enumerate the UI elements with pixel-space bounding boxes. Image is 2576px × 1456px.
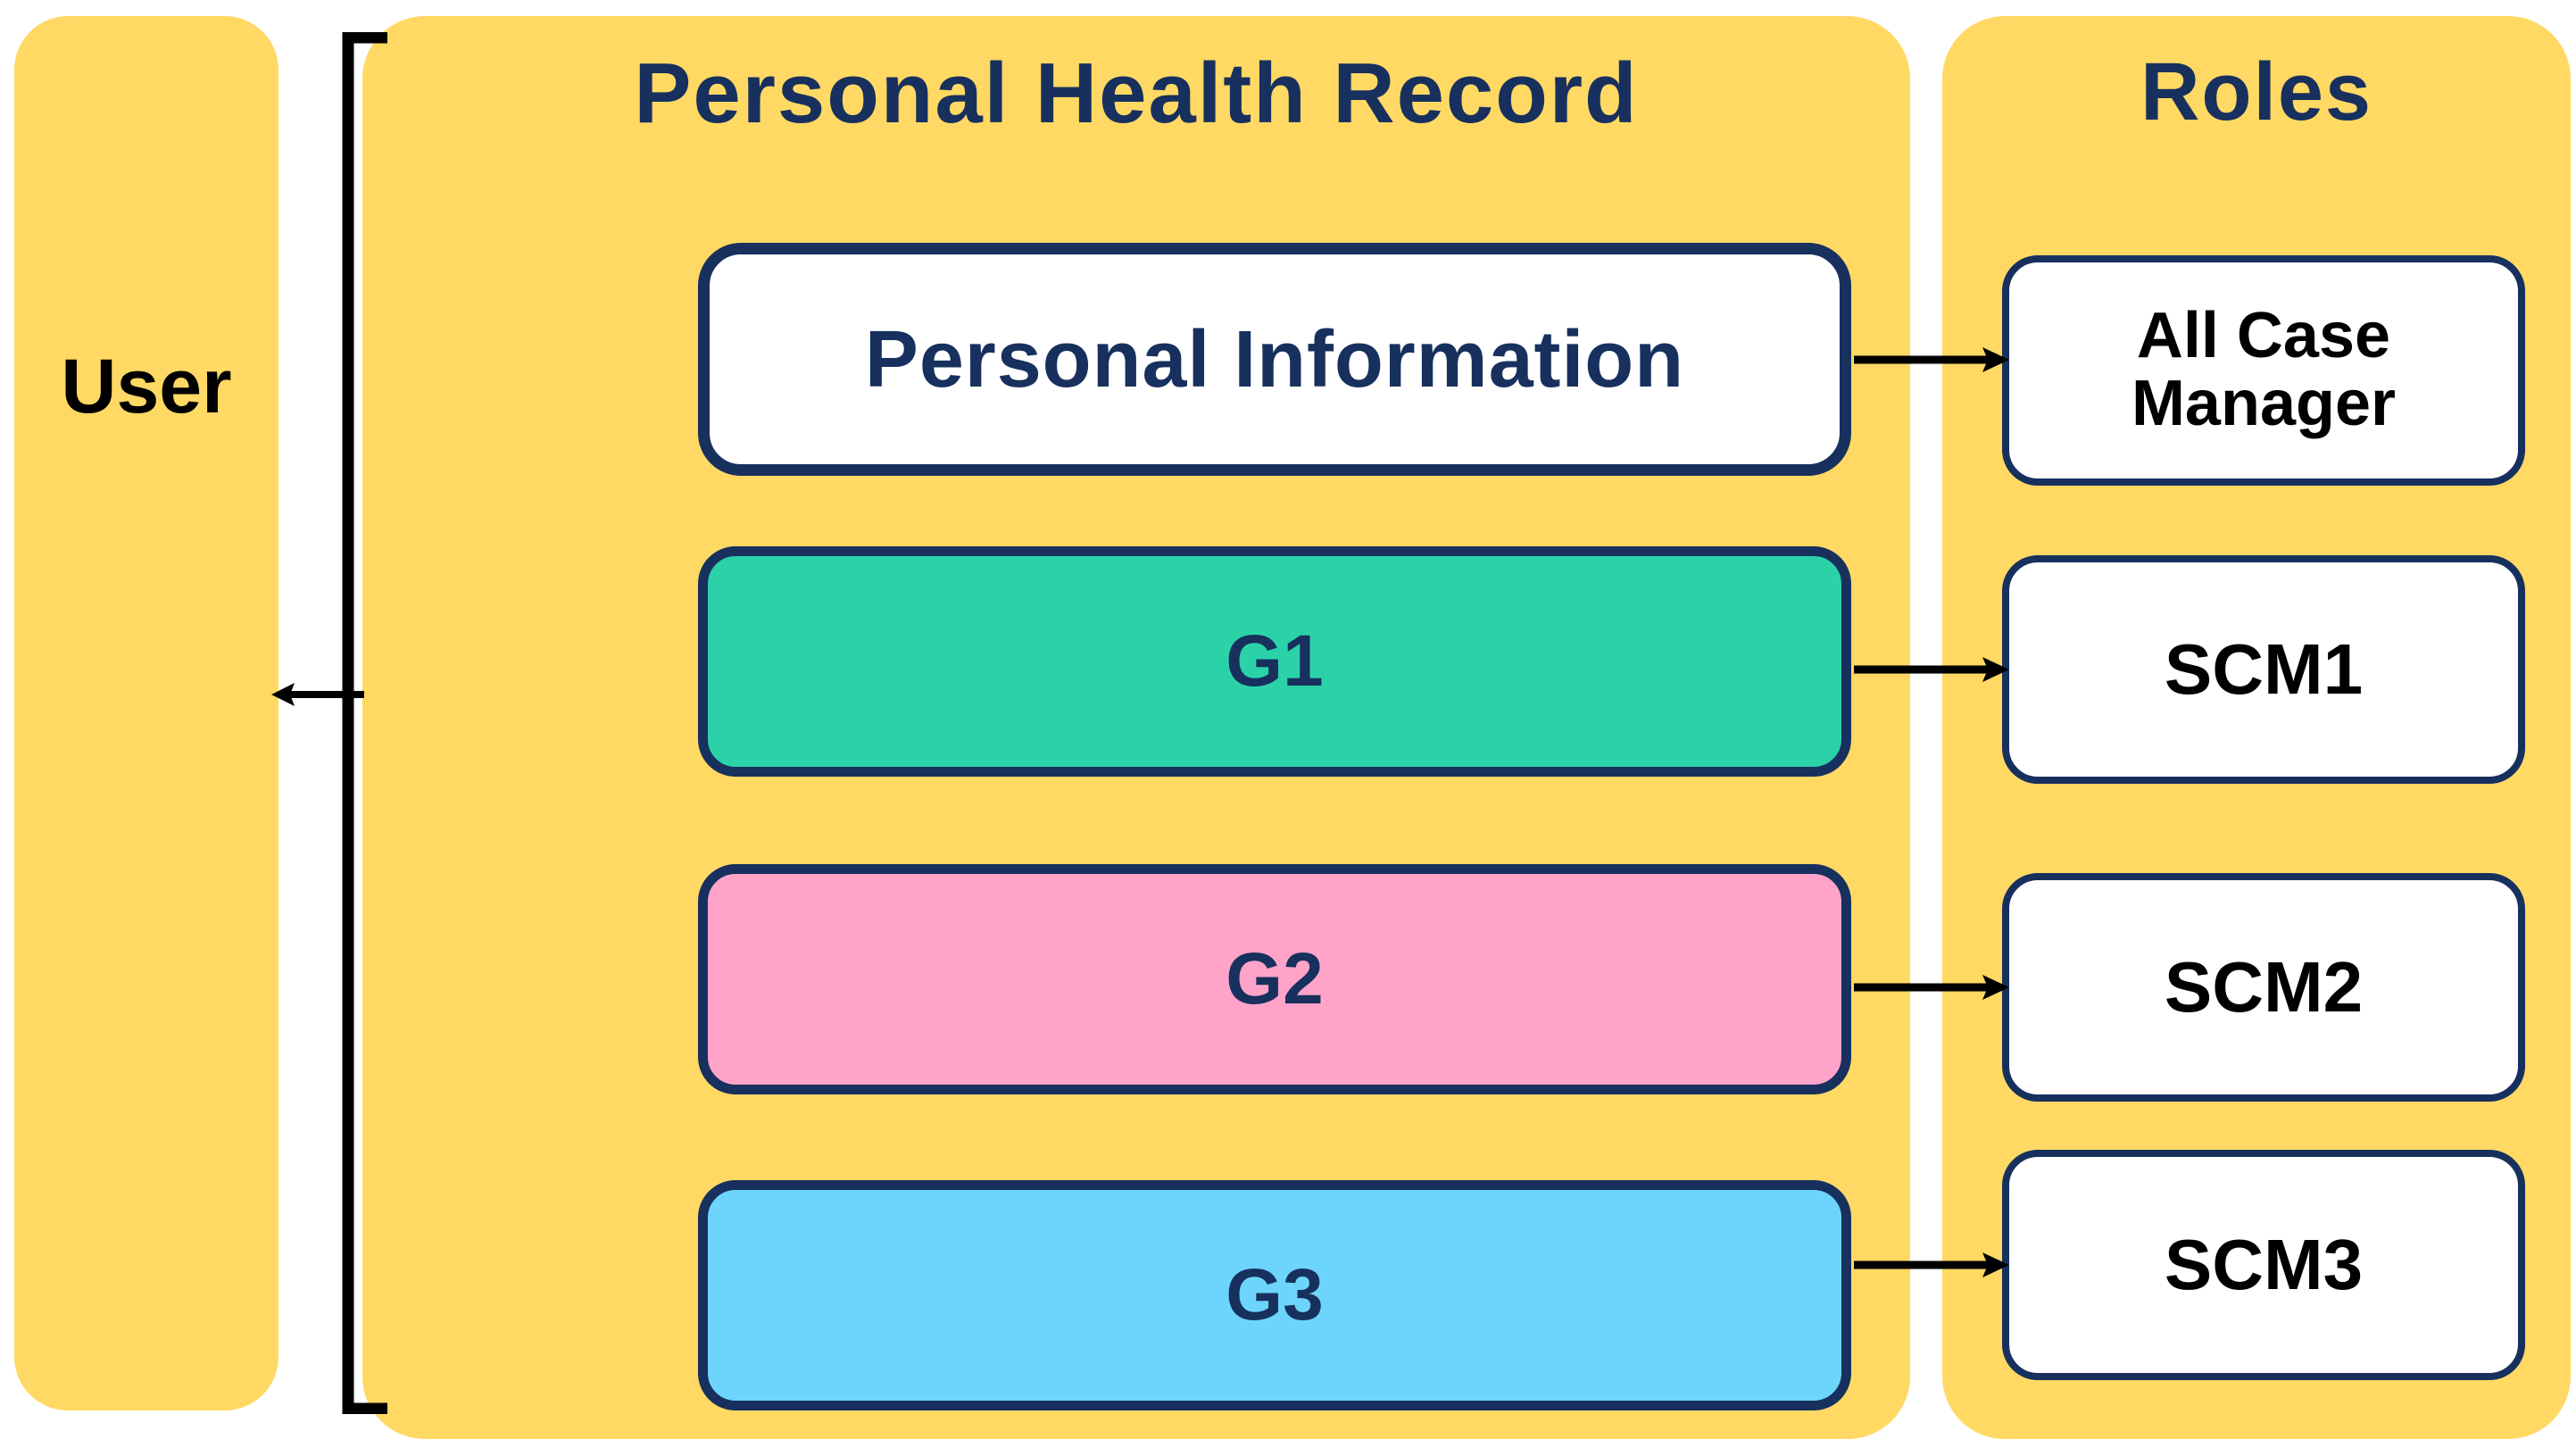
arrow-phr-to-user-icon xyxy=(268,677,366,712)
record-box-g3[interactable]: G3 xyxy=(698,1180,1851,1410)
record-box-personal-information[interactable]: Personal Information xyxy=(698,243,1851,476)
role-box-scm1[interactable]: SCM1 xyxy=(2002,555,2525,784)
record-box-g2[interactable]: G2 xyxy=(698,864,1851,1094)
user-label: User xyxy=(61,344,232,429)
role-box-all-case-manager[interactable]: All Case Manager xyxy=(2002,255,2525,486)
user-panel xyxy=(14,16,278,1410)
record-box-g1[interactable]: G1 xyxy=(698,546,1851,777)
personal-health-record-title: Personal Health Record xyxy=(634,46,1639,141)
role-box-scm3[interactable]: SCM3 xyxy=(2002,1150,2525,1380)
role-box-scm2[interactable]: SCM2 xyxy=(2002,873,2525,1102)
roles-title: Roles xyxy=(2140,46,2372,137)
